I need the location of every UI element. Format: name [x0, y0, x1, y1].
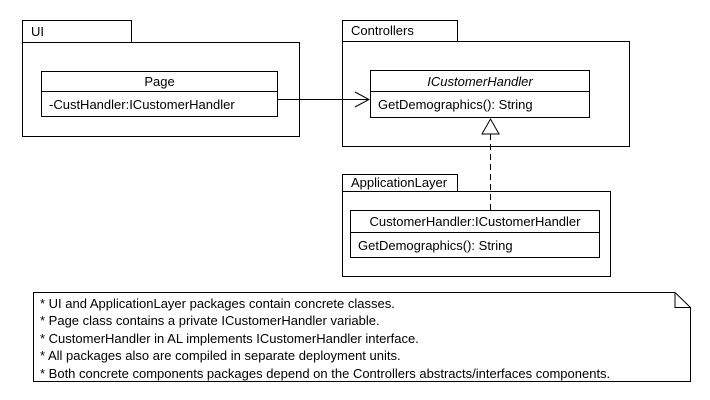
package-controllers-tab: Controllers [342, 20, 458, 41]
interface-icustomerhandler-name: ICustomerHandler [371, 71, 589, 92]
note-line: * Page class contains a private ICustome… [40, 313, 380, 329]
package-controllers-label: Controllers [351, 23, 414, 38]
interface-icustomerhandler: ICustomerHandler GetDemographics(): Stri… [370, 70, 590, 118]
class-customerhandler-operation: GetDemographics(): String [358, 237, 513, 253]
note-line: * CustomerHandler in AL implements ICust… [40, 330, 419, 346]
note: * UI and ApplicationLayer packages conta… [40, 295, 685, 382]
note-line: * All packages also are compiled in sepa… [40, 348, 401, 364]
package-ui-label: UI [31, 24, 44, 39]
interface-icustomerhandler-operation: GetDemographics(): String [378, 97, 533, 112]
note-line: * Both concrete components packages depe… [40, 365, 611, 381]
class-customerhandler-name: CustomerHandler:ICustomerHandler [351, 211, 599, 233]
class-customerhandler: CustomerHandler:ICustomerHandler GetDemo… [350, 210, 600, 258]
class-page-attribute: -CustHandler:ICustomerHandler [49, 96, 235, 112]
class-page-name: Page [42, 72, 277, 92]
package-applicationlayer-tab: ApplicationLayer [342, 174, 458, 191]
package-ui-tab: UI [22, 20, 132, 42]
class-page: Page -CustHandler:ICustomerHandler [41, 71, 278, 117]
package-applicationlayer-label: ApplicationLayer [351, 175, 448, 190]
note-line: * UI and ApplicationLayer packages conta… [40, 296, 395, 311]
